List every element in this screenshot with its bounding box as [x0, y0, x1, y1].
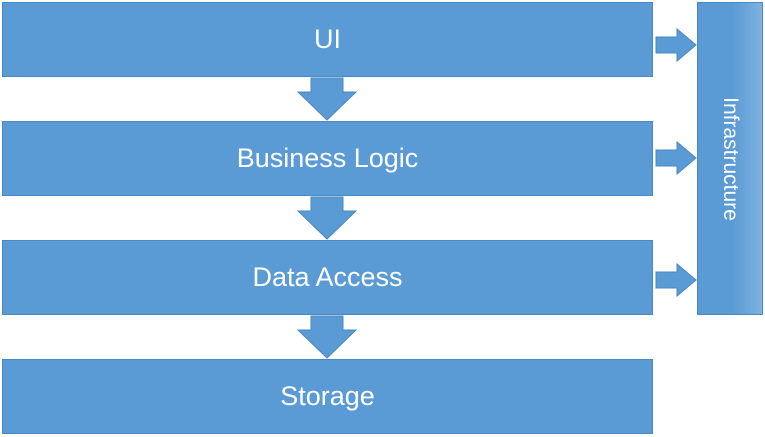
storage-layer-label: Storage — [280, 381, 375, 411]
right-arrow-ui-to-infrastructure — [655, 27, 697, 63]
data-access-layer-label: Data Access — [252, 262, 403, 292]
down-arrow-ui-to-business-logic — [296, 77, 358, 121]
storage-layer: Storage — [2, 359, 653, 434]
business-logic-layer-label: Business Logic — [236, 143, 419, 173]
infrastructure-panel: Infrastructure — [697, 2, 763, 315]
ui-layer: UI — [2, 2, 653, 77]
down-arrow-business-logic-to-data-access — [296, 196, 358, 240]
data-access-layer: Data Access — [2, 240, 653, 315]
infrastructure-label: Infrastructure — [719, 96, 742, 221]
right-arrow-business-logic-to-infrastructure — [655, 140, 697, 176]
down-arrow-data-access-to-storage — [296, 315, 358, 359]
business-logic-layer: Business Logic — [2, 121, 653, 196]
ui-layer-label: UI — [314, 24, 341, 54]
right-arrow-data-access-to-infrastructure — [655, 262, 697, 298]
